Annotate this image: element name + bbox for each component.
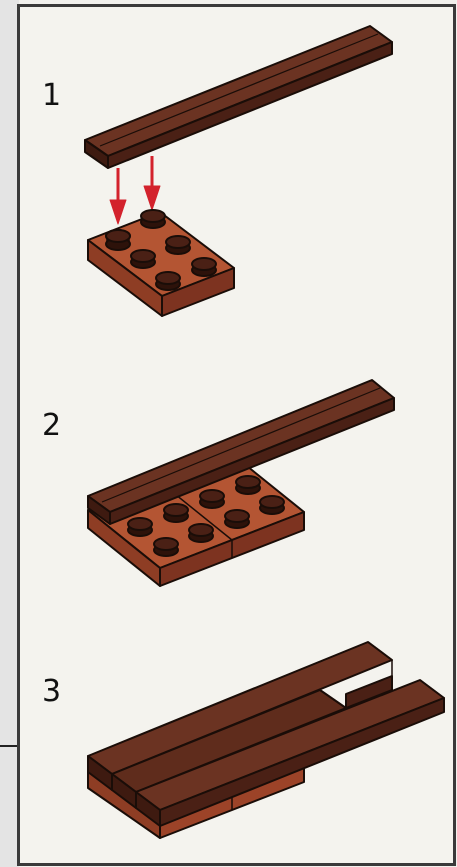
step-3-planks xyxy=(88,642,444,826)
step-1-plate xyxy=(88,210,234,316)
step-1-plank xyxy=(85,26,392,168)
